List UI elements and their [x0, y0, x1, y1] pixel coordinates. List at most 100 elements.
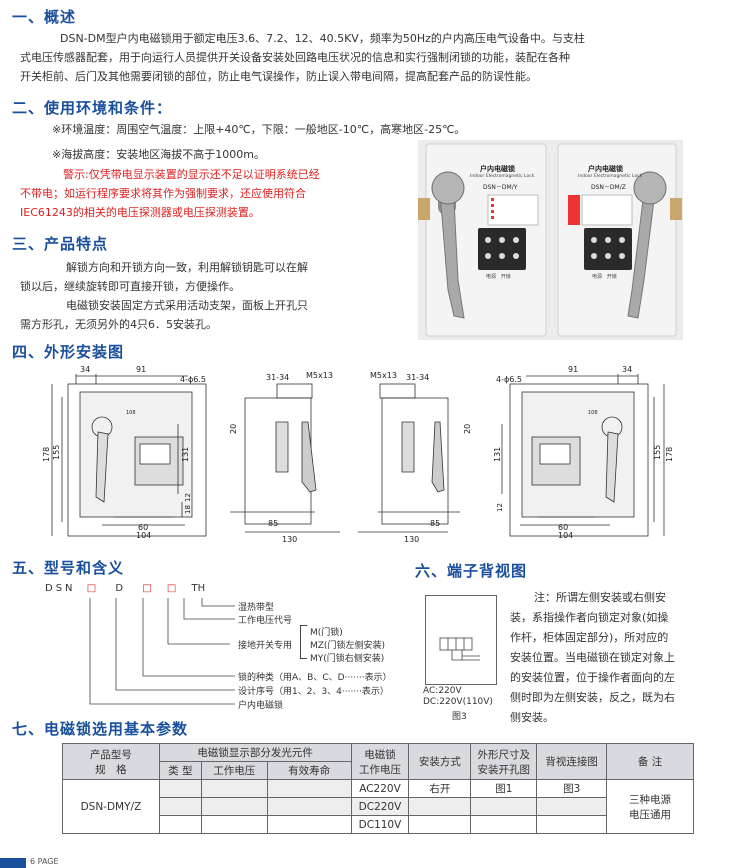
warning-line: 警示:仅凭带电显示装置的显示还不足以证明系统已经 — [63, 168, 320, 181]
cell-empty — [470, 815, 538, 834]
dim-108-b: 108 — [588, 410, 598, 416]
features-line: 解锁方向和开锁方向一致，利用解锁钥匙可以在解 — [66, 261, 308, 274]
section-title-params: 七、电磁锁选用基本参数 — [12, 720, 189, 738]
dim-20: 20 — [229, 424, 238, 434]
photo-label-right: 户内电磁锁 — [588, 165, 623, 173]
model-sub-m: M(门锁) — [310, 628, 343, 638]
dim-108: 108 — [126, 410, 136, 416]
cell-empty — [200, 815, 268, 834]
photo-model-right: DSN－DM/Z — [591, 184, 626, 191]
cell-empty — [536, 797, 608, 816]
params-table: 产品型号规 格 电磁锁显示部分发光元件 电磁锁工作电压 安装方式 外形尺寸及安装… — [62, 743, 694, 834]
photo-lamp-right: 电源 开锁 — [592, 273, 617, 280]
overview-line: DSN-DM型户内电磁锁用于额定电压3.6、7.2、12、40.5KV，频率为5… — [60, 32, 585, 45]
cell-back: 图3 — [536, 779, 608, 798]
lamp-b-label: 开锁 — [500, 274, 511, 280]
cell-empty — [158, 779, 202, 798]
cell-empty — [200, 797, 268, 816]
lamp-b-label: 开锁 — [606, 274, 617, 280]
dim-85: 85 — [268, 519, 278, 528]
model-sub-mz: MZ(门锁左侧安装) — [310, 641, 385, 651]
cell-volt-ac220: AC220V — [350, 779, 410, 798]
model-label-humid: 湿热带型 — [238, 603, 275, 613]
cell-empty — [266, 779, 352, 798]
warning-line: IEC61243的相关的电压探测器或电压探测装置。 — [20, 206, 260, 219]
product-photo: 户内电磁锁 Indoor Electromagnetic Lock DSN－DM… — [418, 140, 683, 340]
dim-34-b: 34 — [622, 365, 632, 374]
section-title-features: 三、产品特点 — [12, 235, 109, 253]
dim-131-b: 131 — [493, 447, 502, 462]
cell-dims: 图1 — [470, 779, 538, 798]
th-dims-line: 安装开孔图 — [477, 763, 531, 776]
note-line: 装，系指操作者向锁定对象(如操 — [510, 611, 669, 624]
section-title-environment: 二、使用环境和条件： — [12, 99, 173, 117]
warning-text: 警示:仅凭带电显示装置的显示还不足以证明系统已经 不带电；如运行程序要求将其作为… — [20, 165, 400, 222]
features-line: 需方形孔，无须另外的4只6．5安装孔。 — [20, 318, 217, 331]
remark-line: 电压通用 — [629, 808, 672, 821]
th-life: 有效寿命 — [266, 761, 352, 780]
dim-155-b: 155 — [653, 445, 662, 460]
dim-130: 130 — [282, 535, 297, 544]
features-line: 锁以后，继续旋转即可直接开锁，方便操作。 — [20, 280, 240, 293]
env-temperature: ※环境温度：周围空气温度：上限+40℃，下限：一般地区-10℃，高寒地区-25℃… — [52, 123, 466, 136]
overview-text: DSN-DM型户内电磁锁用于额定电压3.6、7.2、12、40.5KV，频率为5… — [20, 29, 745, 86]
th-model: 产品型号规 格 — [62, 743, 160, 780]
model-bracket — [300, 625, 307, 659]
photo-label-left: 户内电磁锁 — [480, 165, 515, 173]
cell-empty — [266, 815, 352, 834]
dim-hole-b: 4-ϕ6.5 — [496, 375, 522, 384]
dim-hole: 4-ϕ6.5 — [180, 375, 206, 384]
dim-131: 131 — [181, 447, 190, 462]
dim-60: 60 — [138, 523, 148, 532]
cell-empty — [266, 797, 352, 816]
dim-91-b: 91 — [568, 365, 578, 374]
env-altitude: ※海拔高度：安装地区海拔不高于1000m。 — [52, 148, 265, 161]
section-title-terminal: 六、端子背视图 — [415, 562, 528, 580]
dim-85-b: 85 — [430, 519, 440, 528]
lamp-a-label: 电源 — [592, 274, 603, 280]
dim-155: 155 — [52, 445, 61, 460]
lamp-a-label: 电源 — [486, 274, 497, 280]
note-line: 安装位置。当电磁锁在锁定对象上 — [510, 651, 675, 664]
cell-empty — [158, 797, 202, 816]
code-box: □ — [166, 583, 177, 594]
dim-m5: M5x13 — [306, 371, 333, 380]
code-box: □ — [142, 583, 152, 594]
terminal-ac: AC:220V — [423, 686, 462, 696]
cell-empty — [158, 815, 202, 834]
code-dsn: DSN — [45, 583, 76, 594]
note-line: 侧时即为左侧安装，反之，既为右 — [510, 691, 675, 704]
dim-31-34-b: 31-34 — [406, 373, 429, 382]
features-text: 解锁方向和开锁方向一致，利用解锁钥匙可以在解 锁以后，继续旋转即可直接开锁，方便… — [20, 258, 400, 334]
dim-91: 91 — [136, 365, 146, 374]
terminal-dc: DC:220V(110V) — [423, 697, 493, 707]
features-line: 电磁锁安装固定方式采用活动支架，面板上开孔只 — [66, 299, 308, 312]
photo-sub-left: Indoor Electromagnetic Lock — [470, 174, 535, 179]
dim-34: 34 — [80, 365, 90, 374]
page-number: 6 PAGE — [30, 857, 59, 866]
overview-line: 式电压传感器配套，用于向运行人员提供开关设备安装处回路电压状况的信息和实行强制闭… — [20, 51, 570, 64]
model-sub-my: MY(门锁右侧安装) — [310, 654, 385, 664]
note-line: 的安装位置，位于操作者面向的左 — [510, 671, 675, 684]
footer-bar — [0, 858, 26, 868]
section-title-overview: 一、概述 — [12, 8, 77, 26]
dim-12-18-b: 12 — [496, 503, 504, 512]
dim-31-34: 31-34 — [266, 373, 289, 382]
cell-empty — [470, 797, 538, 816]
terminal-diagram — [425, 595, 497, 685]
remark-line: 三种电源 — [629, 793, 672, 806]
cell-empty — [200, 779, 268, 798]
dim-104-b: 104 — [558, 531, 573, 540]
th-display: 电磁锁显示部分发光元件 — [158, 743, 352, 762]
dim-20-b: 20 — [463, 424, 472, 434]
dim-18: 18 — [184, 505, 192, 514]
terminal-note: 注：所谓左侧安装或右侧安 装，系指操作者向锁定对象(如操 作杆，柜体固定部分)，… — [510, 588, 735, 728]
model-label-ground: 接地开关专用 — [238, 641, 293, 651]
section-title-drawings: 四、外形安装图 — [12, 343, 125, 361]
cell-empty — [536, 815, 608, 834]
th-model-line: 规 格 — [95, 763, 127, 776]
code-d: D — [115, 583, 124, 594]
th-dims: 外形尺寸及安装开孔图 — [470, 743, 538, 780]
model-label-type: 锁的种类（用A、B、C、D·······表示） — [238, 673, 392, 683]
dim-60-b: 60 — [558, 523, 568, 532]
